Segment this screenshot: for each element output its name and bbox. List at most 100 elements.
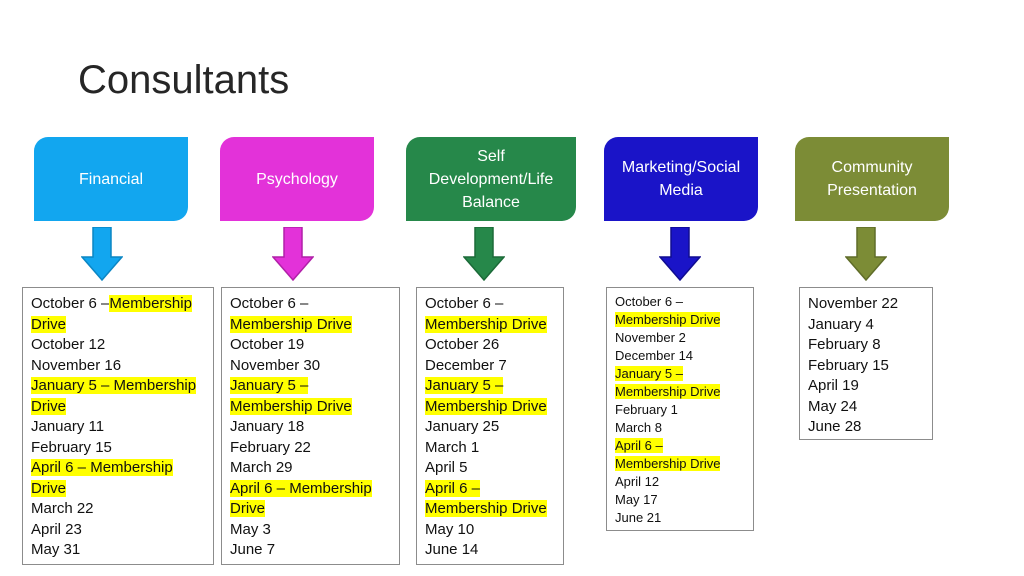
date-line: October 6 – bbox=[615, 293, 753, 311]
highlighted-date-text: Membership Drive bbox=[425, 315, 547, 333]
date-line: Membership Drive bbox=[230, 397, 399, 418]
date-line: January 18 bbox=[230, 417, 399, 438]
date-line: February 15 bbox=[31, 438, 213, 459]
highlighted-date-text: January 5 – bbox=[425, 377, 504, 394]
date-line: Membership Drive bbox=[425, 499, 563, 520]
date-line: November 22 bbox=[808, 294, 932, 315]
category-financial: Financial bbox=[34, 137, 188, 221]
date-line: April 12 bbox=[615, 473, 753, 491]
category-label: Marketing/Social Media bbox=[621, 159, 741, 199]
date-line: Drive bbox=[230, 499, 399, 520]
down-arrow-icon bbox=[659, 227, 701, 281]
highlighted-date-text: April 6 – bbox=[425, 479, 481, 497]
date-line: January 5 – bbox=[230, 376, 399, 397]
highlighted-date-text: January 5 – bbox=[615, 366, 683, 381]
date-line: May 31 bbox=[31, 540, 213, 561]
highlighted-date-text: Drive bbox=[31, 315, 67, 333]
date-line: April 19 bbox=[808, 376, 932, 397]
date-text: October 6 – bbox=[615, 294, 683, 309]
highlighted-date-text: Membership Drive bbox=[615, 456, 721, 471]
date-text: June 21 bbox=[615, 510, 662, 525]
date-line: Membership Drive bbox=[615, 383, 753, 401]
date-text: January 25 bbox=[425, 418, 500, 435]
date-line: January 11 bbox=[31, 417, 213, 438]
date-text: December 7 bbox=[425, 356, 507, 374]
date-line: January 5 – bbox=[615, 365, 753, 383]
down-arrow-icon bbox=[272, 227, 314, 281]
date-line: Membership Drive bbox=[230, 315, 399, 336]
date-line: December 14 bbox=[615, 347, 753, 365]
date-text: May 31 bbox=[31, 541, 81, 558]
date-line: October 6 – bbox=[425, 294, 563, 315]
category-community: Community Presentation bbox=[795, 137, 949, 221]
highlighted-date-text: Membership Drive bbox=[230, 315, 352, 333]
category-label: Community Presentation bbox=[827, 159, 917, 199]
date-text: October 6 – bbox=[425, 295, 504, 312]
date-line: March 29 bbox=[230, 458, 399, 479]
date-line: January 25 bbox=[425, 417, 563, 438]
date-text: November 2 bbox=[615, 330, 686, 345]
date-text: November 22 bbox=[808, 295, 899, 312]
date-line: June 21 bbox=[615, 509, 753, 527]
date-line: Membership Drive bbox=[425, 397, 563, 418]
date-line: January 5 – Membership bbox=[31, 376, 213, 397]
date-text: April 12 bbox=[615, 474, 660, 489]
date-line: May 24 bbox=[808, 397, 932, 418]
date-line: Membership Drive bbox=[425, 315, 563, 336]
date-line: April 6 – Membership bbox=[31, 458, 213, 479]
date-line: March 1 bbox=[425, 438, 563, 459]
date-line: February 22 bbox=[230, 438, 399, 459]
date-text: March 8 bbox=[615, 420, 662, 435]
highlighted-date-text: Membership Drive bbox=[615, 312, 721, 327]
date-text: October 6 – bbox=[31, 295, 110, 312]
date-text: May 24 bbox=[808, 397, 858, 415]
date-line: April 6 – Membership bbox=[230, 479, 399, 500]
highlighted-date-text: Drive bbox=[31, 397, 67, 415]
date-text: March 22 bbox=[31, 500, 94, 517]
highlighted-date-text: January 5 – Membership bbox=[31, 377, 197, 394]
highlighted-date-text: January 5 – bbox=[230, 377, 309, 394]
date-line: June 14 bbox=[425, 540, 563, 561]
highlighted-date-text: Membership Drive bbox=[615, 384, 721, 399]
date-line: February 8 bbox=[808, 335, 932, 356]
date-line: October 6 –Membership bbox=[31, 294, 213, 315]
highlighted-date-text: Membership Drive bbox=[425, 397, 547, 415]
date-line: May 17 bbox=[615, 491, 753, 509]
date-line: October 19 bbox=[230, 335, 399, 356]
highlighted-date-text: Drive bbox=[230, 500, 266, 517]
date-line: November 30 bbox=[230, 356, 399, 377]
date-text: January 11 bbox=[31, 418, 105, 435]
date-line: November 2 bbox=[615, 329, 753, 347]
date-line: Membership Drive bbox=[615, 311, 753, 329]
date-text: June 7 bbox=[230, 541, 276, 558]
date-line: January 4 bbox=[808, 315, 932, 336]
category-label: Financial bbox=[78, 170, 144, 188]
date-text: February 15 bbox=[808, 356, 889, 374]
date-text: April 19 bbox=[808, 377, 859, 394]
date-line: October 26 bbox=[425, 335, 563, 356]
date-text: January 4 bbox=[808, 315, 874, 333]
category-psychology: Psychology bbox=[220, 137, 374, 221]
down-arrow-icon bbox=[81, 227, 123, 281]
highlighted-date-text: Drive bbox=[31, 479, 67, 497]
date-line: October 12 bbox=[31, 335, 213, 356]
date-line: Drive bbox=[31, 315, 213, 336]
category-label: Psychology bbox=[256, 170, 338, 188]
down-arrow-icon bbox=[845, 227, 887, 281]
highlighted-date-text: Membership Drive bbox=[230, 397, 352, 415]
highlighted-date-text: Membership Drive bbox=[425, 500, 547, 517]
date-line: May 3 bbox=[230, 520, 399, 541]
date-line: November 16 bbox=[31, 356, 213, 377]
date-text: March 29 bbox=[230, 459, 293, 476]
date-text: April 23 bbox=[31, 520, 82, 538]
page-title: Consultants bbox=[78, 58, 290, 102]
category-self-development: Self Development/Life Balance bbox=[406, 137, 576, 221]
date-text: February 22 bbox=[230, 438, 311, 456]
date-line: May 10 bbox=[425, 520, 563, 541]
date-line: March 22 bbox=[31, 499, 213, 520]
